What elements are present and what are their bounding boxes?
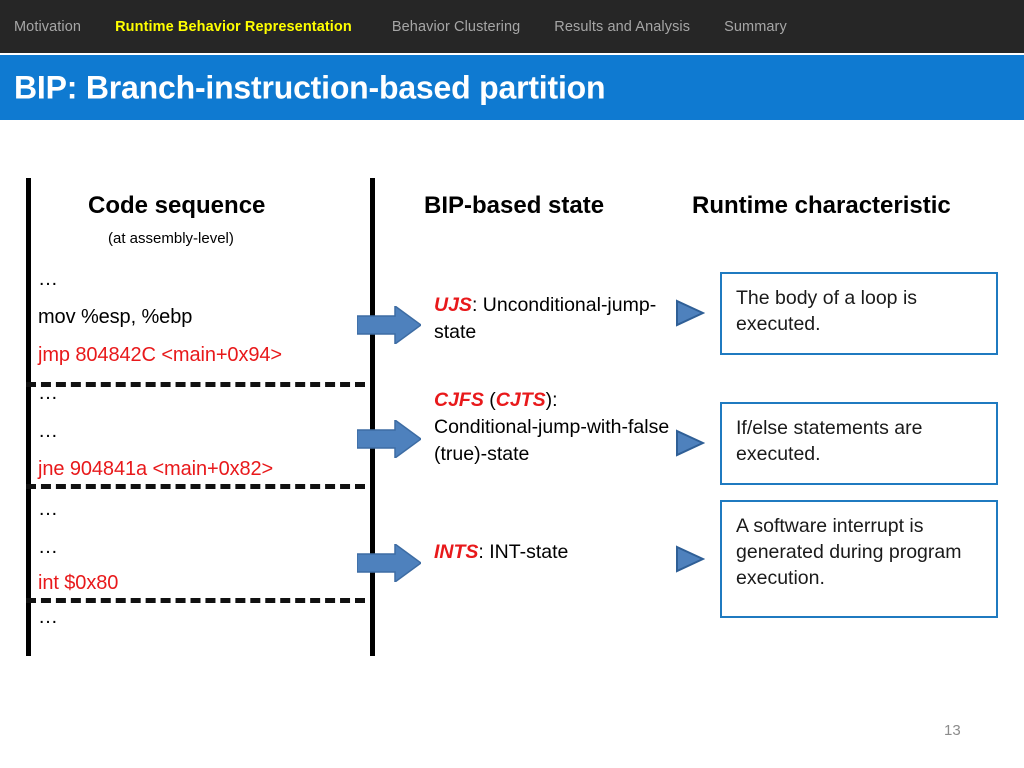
description-box-loop: The body of a loop is executed. bbox=[720, 272, 998, 355]
state-open-paren-cjfs: ( bbox=[483, 389, 496, 411]
nav-item-summary[interactable]: Summary bbox=[724, 18, 787, 35]
code-line-ellipsis-3: … bbox=[38, 420, 59, 442]
state-label-cjfs: CJFS (CJTS): Conditional-jump-with-false… bbox=[434, 387, 688, 468]
page-title: BIP: Branch-instruction-based partition bbox=[14, 69, 606, 105]
top-navigation-bar: Motivation Runtime Behavior Representati… bbox=[0, 0, 1024, 53]
code-line-int: int $0x80 bbox=[38, 572, 119, 594]
state-label-ints: INTS: INT-state bbox=[434, 539, 674, 566]
state-abbr-ints: INTS bbox=[434, 541, 479, 563]
state-abbr-cjfs: CJFS bbox=[434, 389, 484, 411]
state-abbr-cjts: CJTS bbox=[495, 389, 546, 411]
block-arrow-ints bbox=[357, 544, 421, 582]
triangle-arrow-loop bbox=[675, 298, 705, 328]
page-number: 13 bbox=[944, 722, 961, 739]
state-label-ujs: UJS: Unconditional-jump-state bbox=[434, 292, 670, 346]
nav-item-motivation[interactable]: Motivation bbox=[14, 18, 82, 35]
nav-item-runtime-behavior-representation[interactable]: Runtime Behavior Representation bbox=[115, 18, 352, 35]
nav-item-results-and-analysis[interactable]: Results and Analysis bbox=[554, 18, 691, 35]
state-expansion-ints: INT-state bbox=[489, 541, 569, 563]
partition-separator-2 bbox=[26, 484, 365, 489]
code-line-ellipsis-1: … bbox=[38, 268, 59, 290]
partition-separator-3 bbox=[26, 598, 365, 603]
code-line-ellipsis-4: … bbox=[38, 498, 59, 520]
partition-separator-1 bbox=[26, 382, 365, 387]
state-separator-ints: : bbox=[478, 541, 490, 563]
column-heading-runtime-characteristic: Runtime characteristic bbox=[692, 192, 951, 219]
column-heading-bip-based-state: BIP-based state bbox=[424, 192, 605, 219]
state-separator-ujs: : bbox=[471, 294, 483, 316]
description-box-ifelse: If/else statements are executed. bbox=[720, 402, 998, 485]
description-box-interrupt: A software interrupt is generated during… bbox=[720, 500, 998, 618]
state-close-paren-cjfs: ): bbox=[545, 389, 558, 411]
code-column-left-rule bbox=[26, 178, 31, 656]
code-line-jne: jne 904841a <main+0x82> bbox=[38, 458, 274, 480]
state-abbr-ujs: UJS bbox=[434, 294, 472, 316]
slide-content: Code sequence (at assembly-level) BIP-ba… bbox=[0, 120, 1024, 768]
state-expansion-ujs: Unconditional-jump-state bbox=[434, 294, 657, 343]
code-line-jmp: jmp 804842C <main+0x94> bbox=[38, 344, 282, 366]
column-heading-code-sequence: Code sequence bbox=[88, 192, 266, 219]
slide-title-banner: BIP: Branch-instruction-based partition bbox=[0, 55, 1024, 120]
column-subheading-assembly-level: (at assembly-level) bbox=[108, 230, 234, 247]
block-arrow-ujs bbox=[357, 306, 421, 344]
triangle-arrow-ifelse bbox=[675, 428, 705, 458]
code-line-mov: mov %esp, %ebp bbox=[38, 306, 193, 328]
code-line-ellipsis-2: … bbox=[38, 382, 59, 404]
block-arrow-cjfs bbox=[357, 420, 421, 458]
state-expansion-cjfs: Conditional-jump-with-false (true)-state bbox=[434, 415, 670, 465]
triangle-arrow-interrupt bbox=[675, 544, 705, 574]
nav-item-behavior-clustering[interactable]: Behavior Clustering bbox=[391, 18, 521, 35]
code-line-ellipsis-5: … bbox=[38, 536, 59, 558]
code-column-right-rule bbox=[370, 178, 375, 656]
code-line-ellipsis-6: … bbox=[38, 606, 59, 628]
